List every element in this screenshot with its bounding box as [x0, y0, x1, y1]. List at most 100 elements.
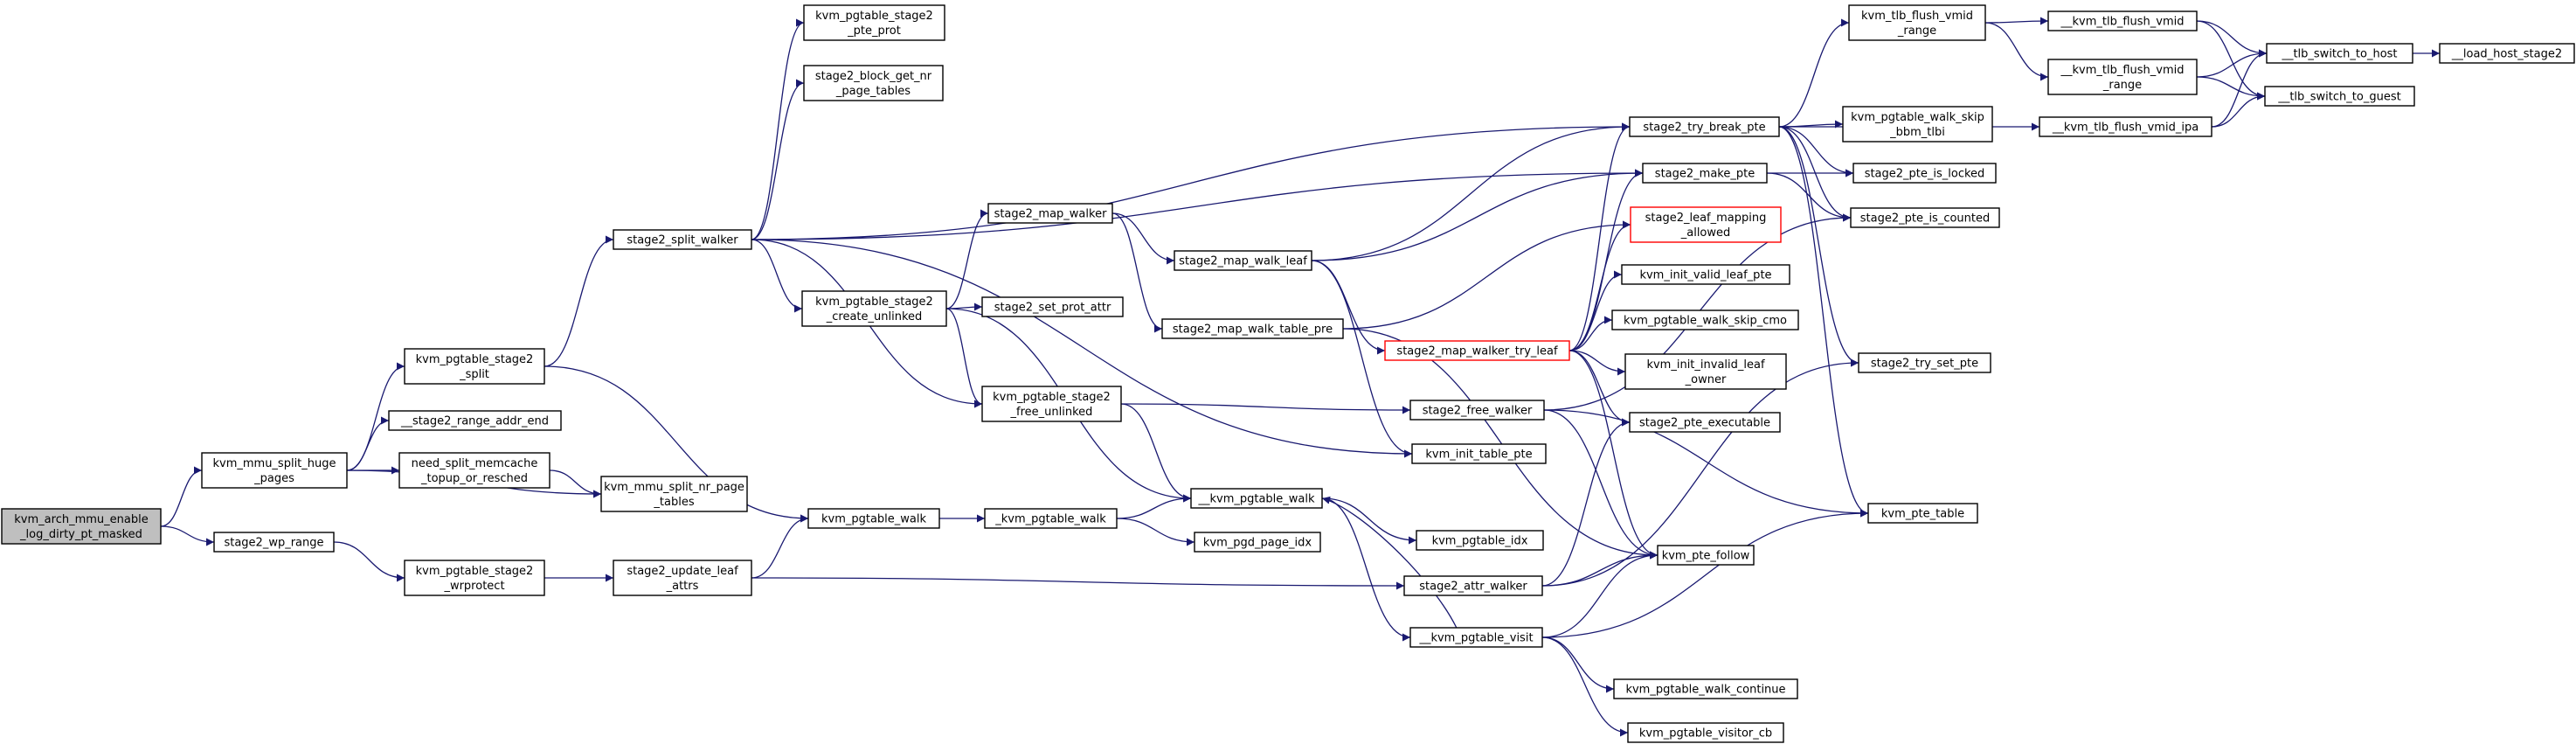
call-edge [1568, 122, 1631, 351]
function-node-tlb-switch-to-guest[interactable]: __tlb_switch_to_guest [2264, 86, 2415, 107]
call-edge [1778, 126, 1852, 222]
node-box [2439, 43, 2575, 64]
call-edge [2196, 76, 2266, 101]
function-node-pgtable-visit[interactable]: __kvm_pgtable_visit [1409, 627, 1543, 648]
function-node-pgd-page-idx[interactable]: kvm_pgd_page_idx [1194, 532, 1321, 553]
function-node-tlb-flush-vmid-ipa[interactable]: __kvm_tlb_flush_vmid_ipa [2039, 116, 2212, 137]
call-edge [1778, 126, 1854, 177]
function-node-map-walk-leaf[interactable]: stage2_map_walk_leaf [1174, 250, 1312, 271]
function-node-leaf-mapping-allowed[interactable]: stage2_leaf_mapping_allowed [1630, 206, 1782, 243]
node-box [613, 560, 752, 596]
function-node-wrprotect[interactable]: kvm_pgtable_stage2_wrprotect [404, 560, 545, 596]
function-node-split-huge[interactable]: kvm_mmu_split_huge_pages [201, 452, 348, 489]
call-edge [160, 466, 203, 527]
node-box [2039, 116, 2212, 137]
function-node-pte-is-counted[interactable]: stage2_pte_is_counted [1850, 207, 2000, 228]
function-node-block-get-nr[interactable]: stage2_block_get_nr_page_tables [803, 65, 944, 101]
function-node-pte-follow[interactable]: kvm_pte_follow [1657, 545, 1755, 566]
node-label: kvm_pgd_page_idx [1203, 537, 1312, 550]
node-label: __load_host_stage2 [2451, 48, 2562, 61]
function-node-create-unlinked[interactable]: kvm_pgtable_stage2_create_unlinked [801, 290, 947, 327]
function-node-range-addr-end[interactable]: __stage2_range_addr_end [388, 410, 562, 431]
node-label: stage2_pte_is_counted [1860, 212, 1991, 226]
node-box [1403, 575, 1543, 596]
function-node-tlb-switch-to-host[interactable]: __tlb_switch_to_host [2266, 43, 2413, 64]
function-node-nr-page-tables[interactable]: kvm_mmu_split_nr_page_tables [600, 476, 748, 512]
node-box [1852, 163, 1997, 184]
node-label: stage2_try_set_pte [1871, 358, 1978, 371]
call-edge [1311, 122, 1631, 261]
call-edge [945, 308, 983, 408]
node-box [1416, 530, 1544, 551]
node-label: __kvm_tlb_flush_vmid [2060, 16, 2184, 29]
function-node-pgt-split[interactable]: kvm_pgtable_stage2_split [404, 348, 545, 385]
node-box [987, 203, 1113, 224]
function-node-pte-is-locked[interactable]: stage2_pte_is_locked [1852, 163, 1997, 184]
function-node-make-pte[interactable]: stage2_make_pte [1642, 163, 1768, 184]
function-node-tlb-flush-vmid-range[interactable]: __kvm_tlb_flush_vmid_range [2047, 59, 2198, 95]
call-edge [1543, 409, 1869, 518]
node-label: __tlb_switch_to_guest [2277, 91, 2400, 104]
node-label: kvm_pgtable_idx [1432, 535, 1528, 548]
node-box [1621, 264, 1790, 285]
function-node-pgtable-walk[interactable]: _kvm_pgtable_walk [984, 508, 1118, 529]
node-label: kvm_mmu_split_nr_page [604, 481, 744, 494]
call-edge [1311, 169, 1644, 261]
function-node-tlb-flush-vmid[interactable]: __kvm_tlb_flush_vmid [2047, 10, 2198, 31]
function-node-load-host-stage2[interactable]: __load_host_stage2 [2439, 43, 2575, 64]
function-node-tlb-flush-vmid-range[interactable]: kvm_tlb_flush_vmid_range [1848, 4, 1986, 41]
function-node-wp-range[interactable]: stage2_wp_range [213, 532, 335, 553]
node-label: stage2_block_get_nr [815, 70, 932, 83]
call-edge [1541, 418, 1631, 587]
call-edge [1984, 22, 2049, 81]
function-node-need-split[interactable]: need_split_memcache_topup_or_resched [398, 452, 551, 489]
node-label: kvm_init_invalid_leaf [1646, 358, 1765, 372]
node-label: stage2_set_prot_attr [994, 302, 1111, 315]
function-node-walk-skip-cmo[interactable]: kvm_pgtable_walk_skip_cmo [1611, 309, 1799, 330]
function-node-pte-executable[interactable]: stage2_pte_executable [1629, 412, 1781, 433]
function-node-walk-continue[interactable]: kvm_pgtable_walk_continue [1613, 678, 1798, 699]
call-edge [1568, 270, 1623, 351]
node-box [2264, 86, 2415, 107]
node-label: _attrs [666, 580, 699, 593]
node-box [1409, 400, 1545, 421]
node-label: need_split_memcache [412, 457, 538, 470]
function-node-pgtable-walk[interactable]: kvm_pgtable_walk [807, 508, 940, 529]
function-node-init-table-pte[interactable]: kvm_init_table_pte [1411, 443, 1547, 464]
function-node-init-invalid-leaf[interactable]: kvm_init_invalid_leaf_owner [1624, 353, 1787, 390]
node-label: kvm_init_valid_leaf_pte [1639, 269, 1771, 282]
call-edge [1120, 403, 1411, 414]
function-node-pgtable-idx[interactable]: kvm_pgtable_idx [1416, 530, 1544, 551]
function-node-split-walker[interactable]: stage2_split_walker [613, 229, 752, 250]
function-node-attr-walker[interactable]: stage2_attr_walker [1403, 575, 1543, 596]
function-node-free-walker[interactable]: stage2_free_walker [1409, 400, 1545, 421]
function-node-try-leaf[interactable]: stage2_map_walker_try_leaf [1384, 340, 1570, 361]
function-node-pgtable-walk[interactable]: __kvm_pgtable_walk [1190, 488, 1323, 509]
function-node-free-unlinked[interactable]: kvm_pgtable_stage2_free_unlinked [981, 386, 1122, 422]
function-node-init-valid-leaf[interactable]: kvm_init_valid_leaf_pte [1621, 264, 1790, 285]
function-node-map-walk-table-pre[interactable]: stage2_map_walk_table_pre [1161, 318, 1344, 339]
function-node-map-walker[interactable]: stage2_map_walker [987, 203, 1113, 224]
call-edge [1778, 126, 1869, 518]
node-box [803, 4, 945, 41]
node-box [2047, 59, 2198, 95]
function-node-update-leaf[interactable]: stage2_update_leaf_attrs [613, 560, 752, 596]
call-edge [1321, 496, 1458, 629]
call-edge [1778, 18, 1850, 128]
node-label: kvm_pgtable_stage2 [993, 391, 1111, 404]
node-box [398, 452, 551, 489]
function-node-pte-prot[interactable]: kvm_pgtable_stage2_pte_prot [803, 4, 945, 41]
function-node-set-prot-attr[interactable]: stage2_set_prot_attr [981, 296, 1124, 317]
function-node-pte-table[interactable]: kvm_pte_table [1867, 503, 1978, 524]
function-node-try-set-pte[interactable]: stage2_try_set_pte [1858, 352, 1991, 373]
call-edge [1541, 358, 1859, 587]
function-node-walk-skip-bbm[interactable]: kvm_pgtable_walk_skip_bbm_tlbi [1842, 106, 1993, 143]
node-label: stage2_attr_walker [1419, 581, 1527, 594]
function-node-try-break-pte[interactable]: stage2_try_break_pte [1629, 116, 1780, 137]
function-node-visitor-cb[interactable]: kvm_pgtable_visitor_cb [1627, 722, 1784, 743]
node-label: kvm_pgtable_walk_skip_cmo [1624, 315, 1787, 328]
node-label: _owner [1685, 373, 1727, 386]
call-edge [1321, 497, 1417, 545]
node-label: stage2_wp_range [224, 537, 323, 550]
function-node-root[interactable]: kvm_arch_mmu_enable_log_dirty_pt_masked [1, 508, 162, 545]
